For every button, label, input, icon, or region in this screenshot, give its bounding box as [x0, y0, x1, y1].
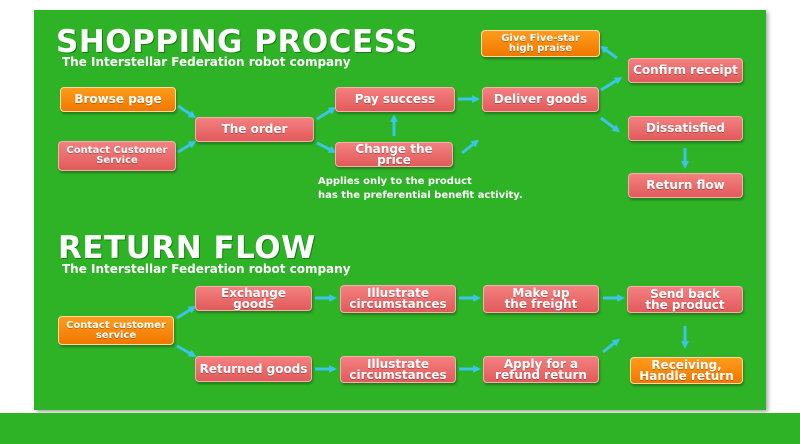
node-exchange-goods: Exchange goods: [195, 286, 312, 311]
node-the-order: The order: [195, 117, 314, 142]
node-contact-customer-service: Contact Customer Service: [58, 141, 176, 171]
return-flow-subtitle: The Interstellar Federation robot compan…: [62, 262, 351, 276]
node-make-up-freight: Make up the freight: [483, 285, 599, 313]
node-browse-page: Browse page: [60, 87, 176, 112]
shopping-process-title: SHOPPING PROCESS: [56, 24, 418, 60]
node-deliver-goods: Deliver goods: [482, 87, 599, 112]
bottom-bar: [0, 413, 800, 444]
node-contact-customer-service-return: Contact customer service: [58, 316, 174, 345]
node-returned-goods: Returned goods: [195, 356, 312, 382]
node-dissatisfied: Dissatisfied: [628, 116, 743, 141]
node-return-flow: Return flow: [628, 173, 743, 198]
node-receiving-handle-return: Receiving, Handle return: [630, 357, 743, 384]
return-flow-title: RETURN FLOW: [58, 230, 316, 266]
node-change-the-price: Change the price: [335, 142, 453, 167]
price-note-line-1: Applies only to the product: [318, 176, 472, 187]
node-confirm-receipt: Confirm receipt: [628, 58, 743, 83]
node-send-back-product: Send back the product: [627, 286, 743, 313]
node-give-five-star-praise: Give Five-star high praise: [481, 30, 600, 57]
node-pay-success: Pay success: [335, 87, 455, 112]
node-apply-refund-return: Apply for a refund return: [483, 356, 599, 383]
price-note-line-2: has the preferential benefit activity.: [318, 190, 523, 201]
shopping-process-subtitle: The Interstellar Federation robot compan…: [62, 55, 351, 69]
node-illustrate-circumstances-return: Illustrate circumstances: [340, 356, 456, 383]
node-illustrate-circumstances-exchange: Illustrate circumstances: [340, 285, 456, 313]
